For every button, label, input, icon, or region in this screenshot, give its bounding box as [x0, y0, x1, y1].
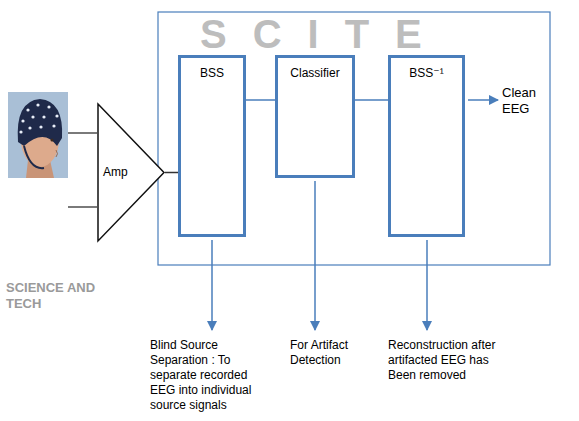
- amplifier-triangle: Amp: [97, 103, 165, 242]
- node-text: Classifier: [290, 66, 339, 81]
- output-label: Clean EEG: [502, 85, 544, 117]
- signal-connector: [355, 99, 388, 101]
- eeg-head-photo: [8, 92, 68, 178]
- amplifier-symbol: [98, 104, 164, 241]
- leader-arrow: [211, 240, 213, 330]
- annotation-note: For Artifact Detection: [290, 338, 368, 368]
- node-text: BSS⁻¹: [409, 66, 443, 81]
- process-box: BSS⁻¹: [388, 55, 465, 237]
- input-wire: [68, 132, 97, 133]
- watermark: SCIENCE AND TECH: [6, 280, 116, 312]
- node-text: BSS: [200, 66, 224, 81]
- node-text: Amp: [103, 165, 128, 180]
- system-frame: [158, 12, 550, 265]
- output-arrow: [468, 99, 498, 101]
- leader-arrow: [314, 181, 316, 330]
- signal-connector: [246, 99, 275, 101]
- annotation-note: Blind Source Separation : To separate re…: [150, 338, 258, 413]
- signal-connector: [165, 172, 178, 174]
- annotation-note: Reconstruction after artifacted EEG has …: [388, 338, 502, 383]
- input-wire: [68, 206, 97, 207]
- watermark: SCITE: [200, 14, 448, 54]
- process-box: Classifier: [275, 55, 355, 178]
- leader-arrow: [426, 240, 428, 330]
- process-box: BSS: [178, 55, 246, 237]
